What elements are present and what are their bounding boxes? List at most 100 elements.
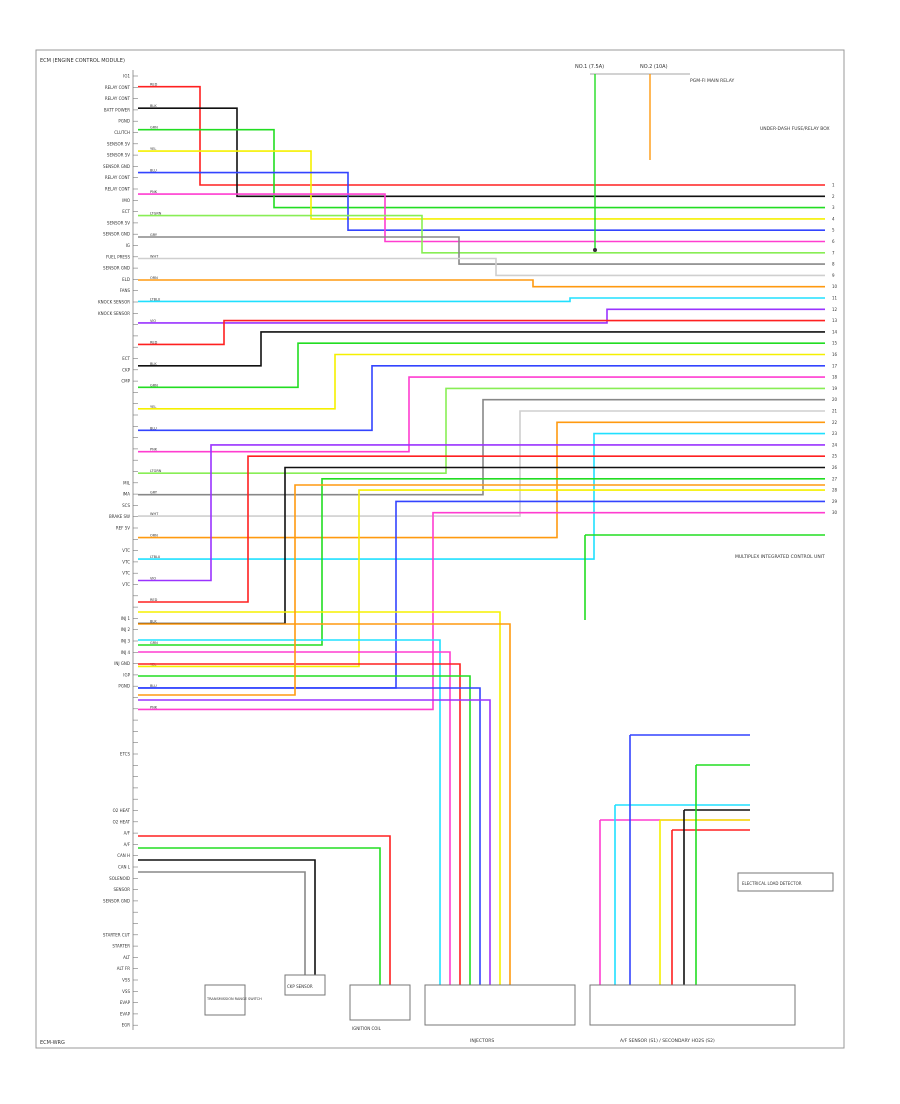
pin-label-39: BRAKE SW	[109, 514, 130, 519]
right-pin-8: 8	[832, 262, 835, 267]
wire-color-tag-19: GRY	[150, 491, 158, 495]
right-pin-28: 28	[832, 488, 838, 493]
pin-label-69: CAN H	[117, 853, 130, 858]
wire-color-tag-24: RED	[150, 598, 158, 602]
pin-label-2: RELAY CONT	[105, 96, 131, 101]
right-pin-1: 1	[832, 183, 835, 188]
box-label: UNDER-DASH FUSE/RELAY BOX	[760, 126, 830, 132]
pin-label-76: STARTER CUT	[103, 932, 131, 937]
wire-8	[138, 257, 825, 277]
right-pin-27: 27	[832, 476, 838, 481]
wire-3	[138, 150, 825, 220]
wire-2	[138, 128, 825, 209]
wire-5	[138, 193, 825, 243]
pin-label-38: SCS	[122, 503, 130, 508]
wire-color-tag-17: PNK	[150, 448, 158, 452]
drop-wire-9	[138, 699, 491, 985]
wire-color-tag-23: VIO	[150, 577, 156, 581]
wire-12	[138, 319, 825, 346]
wire-color-tag-2: GRN	[150, 126, 158, 130]
wire-15	[138, 353, 825, 410]
wire-group: REDBLKGRNYELBLUPNKLTGRNGRYWHTORNLTBLUVIO…	[138, 83, 825, 985]
pin-label-71: SOLENOID	[109, 876, 130, 881]
bottom-components: CKP SENSOR IGNITION COIL INJECTORS A/F S…	[204, 872, 834, 1044]
right-pin-2: 2	[832, 194, 835, 199]
wire-27	[138, 489, 825, 668]
right-pin-21: 21	[832, 409, 838, 414]
pin-label-83: EVAP	[120, 1011, 131, 1016]
pin-label-18: ELD	[122, 277, 130, 282]
af-sensor-label: A/F SENSOR (S1) / SECONDARY HO2S (S2)	[620, 1038, 715, 1044]
af-wire-4	[671, 829, 750, 985]
wire-17	[138, 376, 825, 453]
wire-color-tag-18: LTGRN	[150, 469, 162, 473]
wire-color-tag-0: RED	[150, 83, 158, 87]
orange-feed-wire	[138, 484, 825, 696]
pin-label-79: ALT FR	[117, 966, 130, 971]
diagram-frame	[35, 49, 845, 1049]
pin-label-49: INJ 2	[121, 627, 131, 632]
drop-wire-2	[138, 859, 316, 985]
right-pin-14: 14	[832, 329, 838, 334]
pin-label-7: SENSOR 5V	[107, 153, 130, 158]
wire-21	[138, 421, 825, 539]
right-pin-23: 23	[832, 431, 838, 436]
pin-label-70: CAN L	[118, 865, 131, 870]
wire-color-tag-26: GRN	[150, 641, 158, 645]
eld-box	[737, 872, 834, 892]
pin-label-17: SENSOR GND	[103, 266, 130, 271]
wire-18	[138, 387, 825, 474]
af-wire-0	[599, 819, 750, 985]
pin-label-44: VTC	[122, 571, 130, 576]
wire-color-tag-11: VIO	[150, 319, 156, 323]
pin-label-48: INJ 1	[121, 616, 131, 621]
ckp-sensor-box	[284, 974, 326, 996]
right-pin-29: 29	[832, 499, 838, 504]
wire-color-tag-13: BLK	[150, 362, 157, 366]
pin-label-77: STARTER	[112, 944, 130, 949]
ckp-sensor-label: CKP SENSOR	[287, 984, 313, 989]
range-switch-box	[204, 984, 246, 1016]
wire-color-tag-28: BLU	[150, 684, 157, 688]
pin-label-6: SENSOR 5V	[107, 141, 130, 146]
ign-coil-box	[349, 984, 411, 1021]
wire-color-tag-7: GRY	[150, 233, 158, 237]
right-pin-18: 18	[832, 375, 838, 380]
right-pin-11: 11	[832, 296, 838, 301]
right-pin-13: 13	[832, 318, 838, 323]
wire-23	[138, 444, 825, 582]
right-pin-25: 25	[832, 454, 838, 459]
mid-right-label: MULTIPLEX INTEGRATED CONTROL UNIT	[735, 554, 825, 560]
pin-label-27: CMP	[121, 379, 130, 384]
drop-wire-8	[138, 687, 481, 985]
wire-color-tag-14: GRN	[150, 383, 158, 387]
right-pin-22: 22	[832, 420, 838, 425]
drop-wire-5	[138, 651, 451, 985]
pin-label-26: CKP	[122, 367, 130, 372]
wire-11	[138, 308, 825, 324]
fuse-b-label: NO.2 (10A)	[640, 64, 668, 70]
range-switch-label: TRANSMISSION RANGE SWITCH	[206, 997, 262, 1001]
wire-13	[138, 331, 825, 367]
drop-wire-0	[138, 835, 391, 985]
pin-label-10: RELAY CONT	[105, 187, 131, 192]
right-pin-6: 6	[832, 239, 835, 244]
wire-22	[138, 432, 825, 560]
injector-box	[424, 984, 576, 1026]
pin-label-82: EVAP	[120, 1000, 131, 1005]
wire-29	[138, 511, 825, 711]
wire-7	[138, 236, 825, 265]
pin-label-37: IMA	[123, 492, 131, 497]
wire-color-tag-21: ORN	[150, 534, 158, 538]
drop-wire-6	[138, 663, 461, 985]
right-pin-26: 26	[832, 465, 838, 470]
wire-26	[138, 478, 825, 646]
pin-label-43: VTC	[122, 559, 130, 564]
relay-label: PGM-FI MAIN RELAY	[690, 78, 734, 84]
wire-color-tag-8: WHT	[150, 254, 159, 258]
right-pin-12: 12	[832, 307, 838, 312]
wire-20	[138, 410, 825, 517]
right-pin-3: 3	[832, 205, 835, 210]
